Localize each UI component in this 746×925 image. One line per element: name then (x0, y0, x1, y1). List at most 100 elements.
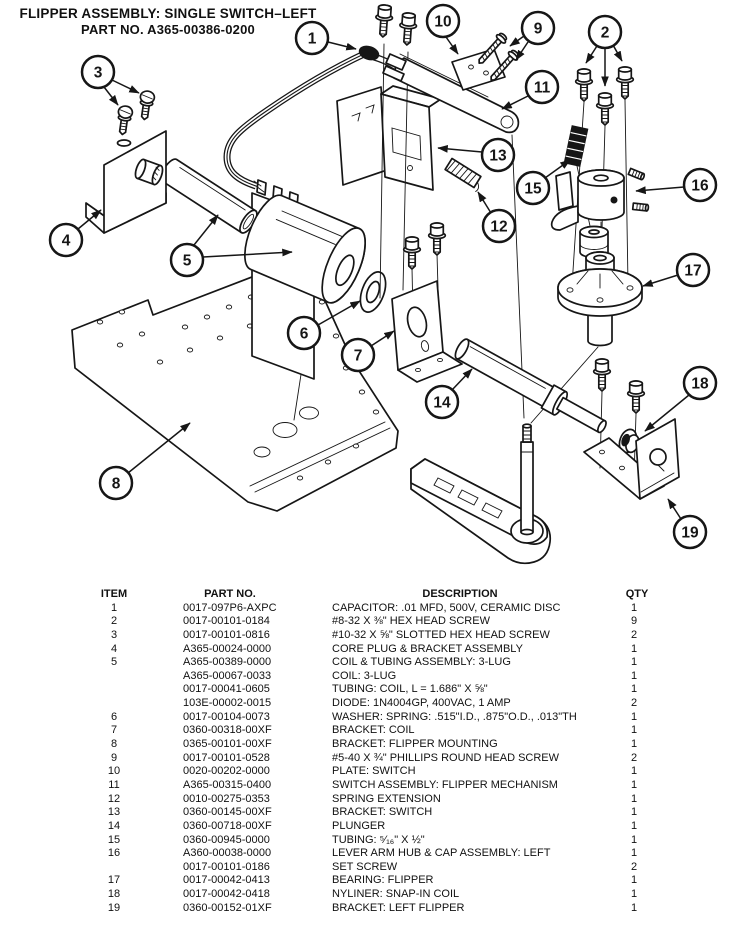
cell-description: PLUNGER (332, 819, 386, 832)
cell-description: BRACKET: SWITCH (332, 806, 433, 819)
balloon-callout-1: 1 (294, 20, 330, 56)
balloon-callout-16: 16 (682, 167, 718, 203)
svg-text:3: 3 (94, 65, 103, 82)
cell-description: COIL & TUBING ASSEMBLY: 3-LUG (332, 656, 511, 669)
cell-part-no: 0360-00145-00XF (183, 806, 272, 819)
balloon-callout-4: 4 (48, 222, 84, 258)
coil-body-drawing (244, 194, 366, 304)
flipper-bearing-drawing (557, 251, 643, 347)
left-flipper-bracket-drawing (583, 418, 680, 500)
balloon-callout-14: 14 (424, 384, 460, 420)
cell-qty: 9 (630, 615, 638, 628)
cell-item: 17 (107, 874, 121, 887)
cell-part-no: 0017-00101-0528 (183, 751, 270, 764)
svg-text:12: 12 (490, 219, 507, 236)
cell-part-no: A360-00038-0000 (183, 847, 272, 860)
cell-qty: 2 (630, 860, 638, 873)
cell-item: 7 (110, 724, 118, 737)
svg-text:18: 18 (691, 376, 709, 393)
spring-washer-drawing (359, 271, 387, 313)
balloon-callout-12: 12 (481, 208, 517, 244)
cell-part-no: 0017-00101-0816 (183, 628, 270, 641)
cell-part-no: 0360-00945-0000 (183, 833, 270, 846)
cell-part-no: 0365-00101-00XF (183, 738, 272, 751)
cell-description: CORE PLUG & BRACKET ASSEMBLY (332, 642, 523, 655)
cell-item (84, 861, 144, 875)
cell-qty: 2 (630, 628, 638, 641)
cell-item: 16 (107, 847, 121, 860)
header-item: ITEM (100, 588, 128, 600)
cell-description: SPRING EXTENSION (332, 792, 441, 805)
svg-text:7: 7 (354, 348, 363, 365)
cell-part-no: 0017-097P6-AXPC (183, 601, 277, 614)
cell-part-no: 0017-00101-0186 (183, 860, 270, 873)
cell-item (84, 697, 144, 711)
cell-description: PLATE: SWITCH (332, 765, 416, 778)
tubing-drawing (563, 125, 589, 167)
nyliner-drawing (618, 428, 640, 454)
balloon-callout-11: 11 (524, 69, 560, 105)
svg-text:11: 11 (534, 80, 551, 97)
header-description: DESCRIPTION (422, 588, 498, 600)
cell-item: 11 (108, 778, 120, 791)
cell-item: 3 (110, 628, 118, 641)
svg-text:10: 10 (434, 14, 451, 31)
cell-description: #8-32 X ⅜" HEX HEAD SCREW (332, 615, 490, 628)
cell-item: 18 (107, 888, 121, 901)
cell-item: 19 (107, 901, 121, 914)
cell-qty: 2 (630, 697, 638, 710)
header-qty: QTY (625, 588, 649, 600)
balloon-callout-17: 17 (675, 252, 711, 288)
core-plug-bracket-drawing (85, 130, 167, 234)
cell-qty: 1 (630, 833, 638, 846)
svg-text:1: 1 (308, 31, 317, 48)
cell-item: 10 (107, 765, 121, 778)
cell-description: BEARING: FLIPPER (332, 874, 434, 887)
cell-qty: 1 (630, 765, 638, 778)
cell-description: CAPACITOR: .01 MFD, 500V, CERAMIC DISC (332, 601, 561, 614)
capacitor-drawing (358, 45, 380, 61)
cell-description: #10-32 X ⅝" SLOTTED HEX HEAD SCREW (332, 628, 550, 641)
hex-head-screw (595, 92, 615, 126)
cell-item: 6 (110, 710, 118, 723)
cell-description: TUBING: COIL, L = 1.686" X ⅝" (332, 683, 488, 696)
cell-item: 15 (107, 833, 121, 846)
cell-part-no: A365-00315-0400 (183, 778, 272, 791)
cell-description: DIODE: 1N4004GP, 400VAC, 1 AMP (332, 697, 511, 710)
balloon-callout-7: 7 (340, 337, 376, 373)
parts-table-header: ITEM PART NO. DESCRIPTION QTY (0, 588, 746, 602)
cell-item: 2 (110, 615, 118, 628)
balloon-callout-10: 10 (425, 3, 461, 39)
title-line2: PART NO. A365-00386-0200 (81, 22, 255, 38)
set-screw (627, 167, 646, 181)
slotted-screw (136, 89, 157, 122)
cell-item: 9 (110, 751, 118, 764)
cell-part-no: 0010-00275-0353 (183, 792, 270, 805)
svg-text:2: 2 (601, 25, 610, 42)
cell-description: NYLINER: SNAP-IN COIL (332, 888, 460, 901)
cell-description: BRACKET: COIL (332, 724, 415, 737)
cell-qty: 1 (630, 642, 638, 655)
switch-bracket-drawing (336, 85, 442, 191)
cell-item: 4 (110, 642, 118, 655)
slotted-screw (114, 104, 135, 137)
cell-part-no: 0020-00202-0000 (183, 765, 270, 778)
svg-text:6: 6 (300, 326, 309, 343)
svg-text:9: 9 (534, 21, 543, 38)
flipper-bat-drawing (410, 423, 552, 565)
header-part-no: PART NO. (204, 588, 256, 600)
hex-head-screw (402, 236, 422, 270)
coil-bracket-drawing (391, 253, 463, 383)
cell-item (84, 670, 144, 684)
cell-item: 13 (107, 806, 121, 819)
